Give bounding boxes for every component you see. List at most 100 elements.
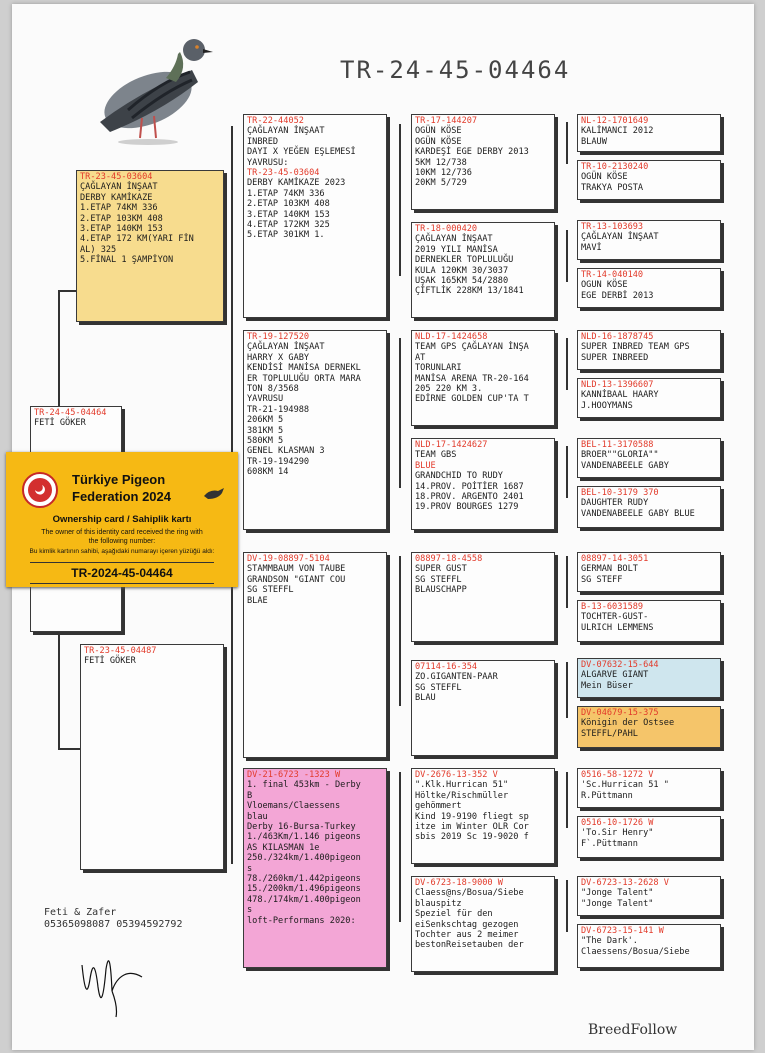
sire-dam-box: TR-19-127520 ÇAĞLAYAN İNŞAAT HARRY X GAB… [243,330,387,530]
ownership-card: Türkiye Pigeon Federation 2024 Ownership… [6,452,238,587]
connector [231,126,233,518]
ring-number: TR-10-2130240 [581,162,649,172]
card-text-tr: Bu kimlik kartının sahibi, aşağıdaki num… [29,548,215,555]
gen3-box-3: NLD-17-1424658 TEAM GPS ÇAĞLAYAN İNŞA AT… [411,330,555,426]
gen4-box-5: NLD-16-1878745 SUPER INBRED TEAM GPS SUP… [577,330,721,370]
dam-sire-box: DV-19-08897-5104 STAMMBAUM VON TAUBE GRA… [243,552,387,758]
ring-number: BEL-10-3179 370 [581,488,659,498]
owner-name: Feti & Zafer [44,907,117,918]
signature [81,960,143,1018]
card-divider [30,562,214,563]
box-line: FETİ GÖKER [84,656,136,667]
card-text-en-1: The owner of this identity card received… [41,529,203,536]
dam-dam-box: DV-21-6723 -1323 W 1. final 453km - Derb… [243,768,387,968]
box-line: 381KM 5 [247,425,284,436]
box-line: OGÜN KÖSE [581,172,628,183]
federation-logo [22,472,58,508]
box-line: BLAUSCHAPP [415,585,467,596]
connector [58,290,76,292]
connector [399,772,401,922]
box-line: STAMMBAUM VON TAUBE [247,564,346,575]
ring-number: TR-13-103693 [581,222,644,232]
box-line: "The Dark'. [581,936,638,947]
box-line: OGÜN KÖSE [415,136,462,147]
ring-number: DV-6723-15-141 W [581,926,664,936]
box-line: GERMAN BOLT [581,564,638,575]
connector [399,338,401,488]
card-title-1: Türkiye Pigeon [72,472,166,487]
box-line: Derby 16-Bursa-Turkey [247,822,356,833]
ring-number: TR-24-45-04464 [34,408,107,418]
box-line: J.HOOYMANS [581,400,633,411]
box-line: bestonReisetauben der [415,940,524,951]
box-line: ".Klk.Hurrican 51" [415,780,509,791]
box-line: OGUN KÖSE [581,280,628,291]
ring-number: 08897-18-4558 [415,554,483,564]
gen4-box-16: DV-6723-15-141 W "The Dark'. Claessens/B… [577,924,721,968]
ring-number: TR-23-45-03604 [80,172,153,182]
box-line: ER TOPLULUĞU ORTA MARA [247,373,361,384]
ring-number: DV-04679-15-375 [581,708,659,718]
box-line: ÇİFTLİK 228KM 13/1841 [415,286,524,297]
connector [566,556,568,608]
gen4-box-2: TR-10-2130240 OGÜN KÖSE TRAKYA POSTA [577,160,721,200]
ring-number: DV-19-08897-5104 [247,554,330,564]
box-line: 'Sc.Hurrican 51 " [581,780,669,791]
box-line: blau [247,811,268,822]
connector [58,748,80,750]
box-line: SUPER INBREED [581,352,649,363]
box-line: F`.Püttmann [581,838,638,849]
box-line: MAVİ [581,242,602,253]
connector [399,124,401,276]
box-line: 3.ETAP 140KM 153 [80,224,163,235]
ring-number: 08897-14-3051 [581,554,649,564]
connector [566,446,568,498]
box-line: Mein Büser [581,680,633,691]
gen4-box-13: 0516-58-1272 V 'Sc.Hurrican 51 " R.Püttm… [577,768,721,808]
box-line: AS KILASMAN 1e [247,842,320,853]
box-line: SG STEFF [581,574,623,585]
box-line: TORUNLARI [415,363,462,374]
box-line: DERBY KAMİKAZE [80,192,153,203]
box-line: 2.ETAP 103KM 408 [80,213,163,224]
box-line: DAYI X YEĞEN EŞLEMESİ [247,147,356,158]
box-line: gehömmert [415,801,462,812]
connector [566,662,568,718]
connector [566,880,568,932]
connector [399,556,401,706]
gen4-box-4: TR-14-040140 OGUN KÖSE EGE DERBİ 2013 [577,268,721,308]
box-line: HARRY X GABY [247,352,310,363]
box-line: TR-19-194290 [247,456,310,467]
box-line: Claessens/Bosua/Siebe [581,946,690,957]
box-line: Claess@ns/Bosua/Siebe [415,888,524,899]
box-line: ÇAĞLAYAN İNŞAAT [247,342,325,353]
ring-number: TR-22-44052 [247,116,304,126]
brand-logo: BreedFollow [588,1022,678,1038]
box-line: R.Püttmann [581,790,633,801]
ring-number: NLD-13-1396607 [581,380,654,390]
gen4-box-9: 08897-14-3051 GERMAN BOLT SG STEFF [577,552,721,592]
card-ring-number: TR-2024-45-04464 [71,566,173,580]
box-line: SG STEFFL [415,574,462,585]
box-line: ÇAĞLAYAN İNŞAAT [247,126,325,137]
ring-number: 0516-10-1726 W [581,818,654,828]
owner-phones: 05365098087 05394592792 [44,919,183,930]
card-divider [30,583,214,584]
gen4-box-14: 0516-10-1726 W 'To.Sir Henry" F`.Püttman… [577,816,721,858]
box-line: 5KM 12/738 [415,157,467,168]
box-line: "Jonge Talent" [581,888,654,899]
gen4-box-12: DV-04679-15-375 Königin der Ostsee STEFF… [577,706,721,748]
box-line: s [247,863,253,874]
box-line: ZO.GIGANTEN-PAAR [415,672,498,683]
gen4-box-3: TR-13-103693 ÇAĞLAYAN İNŞAAT MAVİ [577,220,721,260]
gen3-box-1: TR-17-144207 OGÜN KÖSE OGÜN KÖSE KARDEŞİ… [411,114,555,210]
box-line: Kind 19-9190 fliegt sp [415,811,529,822]
box-line: TEAM GBS [415,450,457,461]
box-line: TOCHTER-GUST- [581,612,649,623]
box-line: 608KM 14 [247,467,289,478]
box-line: YAVRUSU [247,394,284,405]
ring-number: NLD-17-1424658 [415,332,488,342]
box-line: 5.ETAP 301KM 1. [247,230,325,241]
ring-number: NLD-16-1878745 [581,332,654,342]
ring-number: NL-12-1701649 [581,116,649,126]
